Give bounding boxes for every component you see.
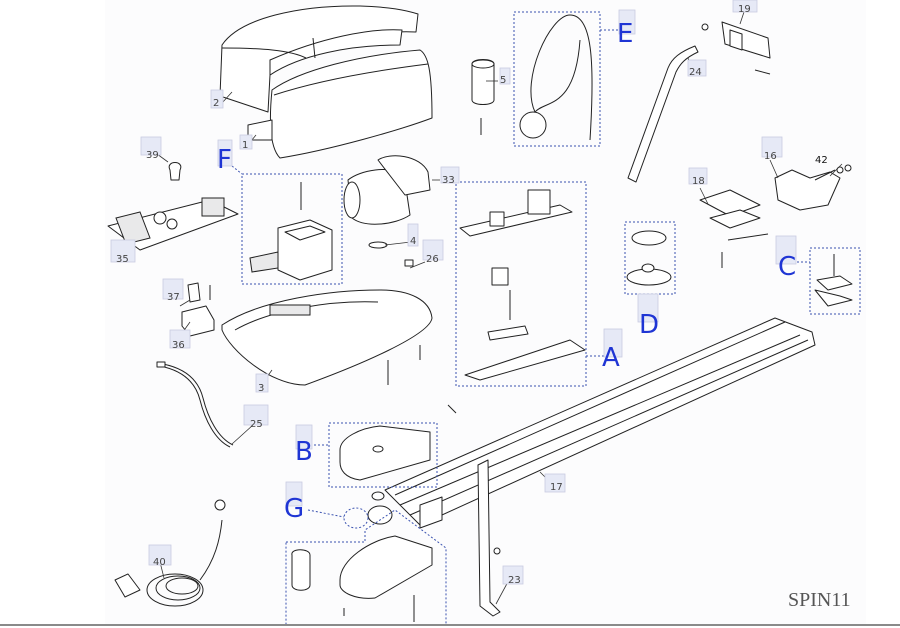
part-release-knob: [471, 59, 495, 135]
part-transformer: [249, 182, 333, 281]
part-rail: [384, 317, 816, 529]
part-label-35: 35: [110, 239, 136, 265]
svg-text:42: 42: [815, 155, 828, 166]
part-label-4: 4: [407, 223, 419, 247]
group-label-d: D: [637, 293, 659, 340]
svg-text:16: 16: [764, 151, 777, 162]
svg-text:1: 1: [242, 140, 248, 151]
group-label-c: C: [775, 235, 797, 282]
part-pulley: [626, 230, 672, 286]
svg-text:33: 33: [442, 175, 455, 186]
part-door-bracket: [701, 21, 771, 75]
group-box-c: [809, 247, 861, 315]
part-bracket-16: [774, 164, 852, 211]
part-cover-base: [247, 37, 433, 159]
part-label-33: 33: [440, 166, 460, 186]
part-label-23: 23: [502, 565, 524, 586]
svg-text:E: E: [617, 19, 633, 49]
bottom-divider: [0, 624, 900, 626]
part-label-5: 5: [499, 67, 511, 86]
group-box-e: [513, 11, 601, 147]
part-cable: [156, 361, 234, 448]
part-lamp-bulb: [168, 162, 182, 181]
svg-text:36: 36: [172, 340, 185, 351]
part-trolley: [459, 189, 586, 381]
part-sprocket: [367, 491, 393, 525]
part-cover-lid: [219, 5, 419, 113]
svg-text:D: D: [639, 310, 659, 340]
group-label-a: A: [602, 328, 623, 373]
part-bracket-plate: [699, 189, 769, 268]
part-hanger-bracket: [447, 404, 501, 617]
svg-text:A: A: [602, 343, 620, 373]
part-label-36: 36: [169, 329, 191, 351]
group-box-a: [455, 181, 587, 387]
part-label-26: 26: [422, 239, 444, 265]
part-control-board: [107, 197, 239, 251]
svg-text:25: 25: [250, 419, 263, 430]
part-label-37: 37: [162, 278, 184, 303]
group-box-d: [624, 221, 676, 295]
group-label-e: E: [617, 9, 636, 49]
svg-text:4: 4: [410, 236, 416, 247]
svg-text:B: B: [295, 437, 313, 467]
part-clamp-c: [814, 254, 853, 307]
group-label-f: F: [217, 139, 233, 175]
part-label-3: 3: [255, 373, 269, 394]
part-label-18: 18: [688, 167, 708, 187]
svg-text:G: G: [284, 494, 304, 524]
group-box-f: [241, 173, 343, 285]
svg-text:24: 24: [689, 67, 702, 78]
group-box-b: [328, 422, 438, 488]
svg-text:3: 3: [258, 383, 264, 394]
svg-text:18: 18: [692, 176, 705, 187]
drawing-code: SPIN11: [788, 589, 851, 611]
part-label-40: 40: [148, 544, 172, 568]
part-power-cord: [114, 499, 226, 607]
part-terminal-block: [181, 305, 215, 337]
svg-text:5: 5: [500, 75, 506, 86]
svg-text:23: 23: [508, 575, 521, 586]
part-label-25: 25: [243, 404, 269, 430]
part-label-16: 16: [761, 136, 783, 162]
svg-text:26: 26: [426, 254, 439, 265]
part-label-1: 1: [239, 134, 253, 151]
part-label-42: 42: [815, 155, 828, 166]
part-label-19: 19: [732, 0, 758, 15]
svg-text:17: 17: [550, 482, 563, 493]
svg-text:C: C: [778, 252, 796, 282]
part-label-24: 24: [687, 59, 707, 78]
part-label-17: 17: [544, 473, 566, 493]
svg-text:19: 19: [738, 4, 751, 15]
part-label-39: 39: [140, 136, 162, 161]
group-g-circle: [343, 507, 369, 529]
svg-text:F: F: [217, 145, 232, 175]
part-curved-arm: [627, 45, 699, 183]
part-fuse-holder: [187, 282, 211, 303]
group-label-g: G: [284, 481, 304, 524]
svg-text:2: 2: [213, 98, 219, 109]
svg-text:35: 35: [116, 254, 129, 265]
svg-text:40: 40: [153, 557, 166, 568]
svg-text:39: 39: [146, 150, 159, 161]
part-pull-cord: [519, 14, 593, 141]
part-label-2: 2: [210, 89, 224, 109]
group-label-b: B: [295, 424, 313, 467]
svg-text:37: 37: [167, 292, 180, 303]
part-carriage-bottom: [291, 535, 433, 622]
part-base-plate: [221, 289, 433, 386]
part-carriage-top: [339, 425, 431, 481]
part-gear-motor: [343, 155, 431, 267]
